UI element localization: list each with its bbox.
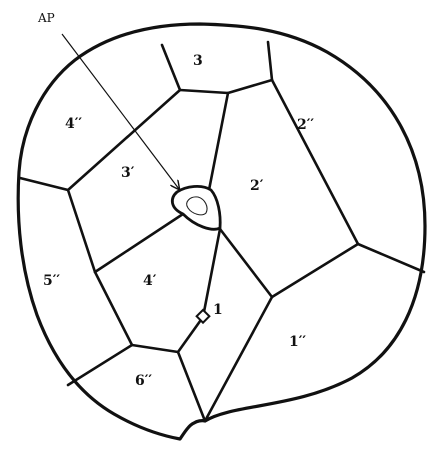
plate-label-4p: 4′	[143, 273, 157, 289]
plate-label-3: 3	[193, 53, 203, 69]
suture-plate1-down	[178, 317, 203, 352]
suture-4prime-bottom	[132, 345, 178, 352]
suture-5-left	[68, 190, 95, 272]
ap-label: AP	[37, 11, 55, 25]
plate-label-2p: 2′	[250, 178, 264, 194]
suture-top-right	[268, 42, 272, 80]
suture-2pp-left	[272, 80, 358, 244]
suture-1pp-top	[272, 244, 358, 297]
plate-label-3p: 3′	[121, 165, 135, 181]
plate-label-1: 1	[213, 302, 223, 318]
apical-pore	[172, 186, 220, 229]
suture-to-pore-topright	[209, 93, 228, 190]
suture-left-upper	[20, 178, 68, 190]
suture-5-bottom	[95, 272, 132, 345]
suture-2prime-1	[220, 229, 272, 297]
suture-plate3-bottom	[180, 80, 272, 93]
suture-6-right	[178, 352, 205, 421]
plate-label-2pp: 2′′	[297, 117, 314, 133]
suture-3prime-4prime	[95, 214, 183, 272]
plate-label-6pp: 6′′	[135, 373, 152, 389]
suture-6-top	[68, 345, 132, 385]
plate-label-4pp: 4′′	[65, 116, 82, 132]
plate-label-1pp: 1′′	[289, 334, 306, 350]
plate-label-5pp: 5′′	[43, 273, 60, 289]
suture-top-left	[162, 45, 180, 90]
suture-2pp-right	[358, 244, 424, 272]
pore-plate-marker	[197, 310, 210, 323]
